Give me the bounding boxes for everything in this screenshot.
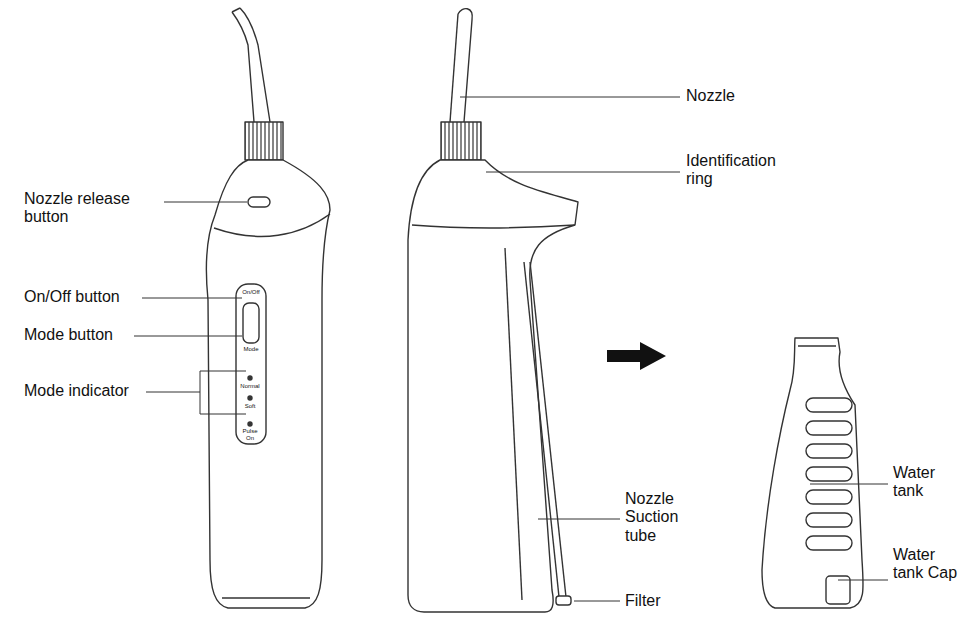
panel-marking: On/Off: [238, 289, 264, 296]
release-button: [248, 197, 270, 207]
nozzle-outline: [240, 8, 270, 122]
part-label: Nozzle: [686, 87, 776, 105]
tank-seam: [505, 248, 522, 600]
head-seam: [214, 214, 330, 236]
part-label: Water tank Cap: [893, 546, 969, 583]
control-panel: [236, 284, 266, 444]
panel-marking: Mode: [238, 346, 264, 353]
handle-body: [206, 160, 330, 608]
panel-marking: On: [226, 435, 274, 442]
part-label: Filter: [625, 592, 685, 610]
nozzle-outline: [458, 9, 472, 122]
switch-button: [243, 303, 259, 343]
identification-ring: [245, 122, 283, 160]
part-label: On/Off button: [24, 288, 142, 306]
part-label: Mode indicator: [24, 382, 146, 400]
panel-marking: Normal: [226, 383, 274, 390]
panel-marking: Pulse: [226, 428, 274, 435]
panel-marking: Soft: [226, 403, 274, 410]
filter: [556, 596, 571, 605]
direction-arrow: [607, 342, 666, 370]
part-label: Water tank: [893, 464, 965, 501]
part-label: Mode button: [24, 326, 134, 344]
part-label: Identification ring: [686, 152, 796, 189]
grip-ribs: [806, 398, 852, 550]
part-label: Nozzle Suction tube: [625, 490, 693, 545]
leader-lines: [134, 97, 888, 601]
nozzle-outline: [232, 12, 254, 122]
water-tank: [762, 338, 863, 608]
handle-body: [408, 160, 578, 612]
part-label: Nozzle release button: [24, 190, 164, 227]
identification-ring: [441, 122, 481, 160]
suction-tube: [524, 262, 559, 597]
